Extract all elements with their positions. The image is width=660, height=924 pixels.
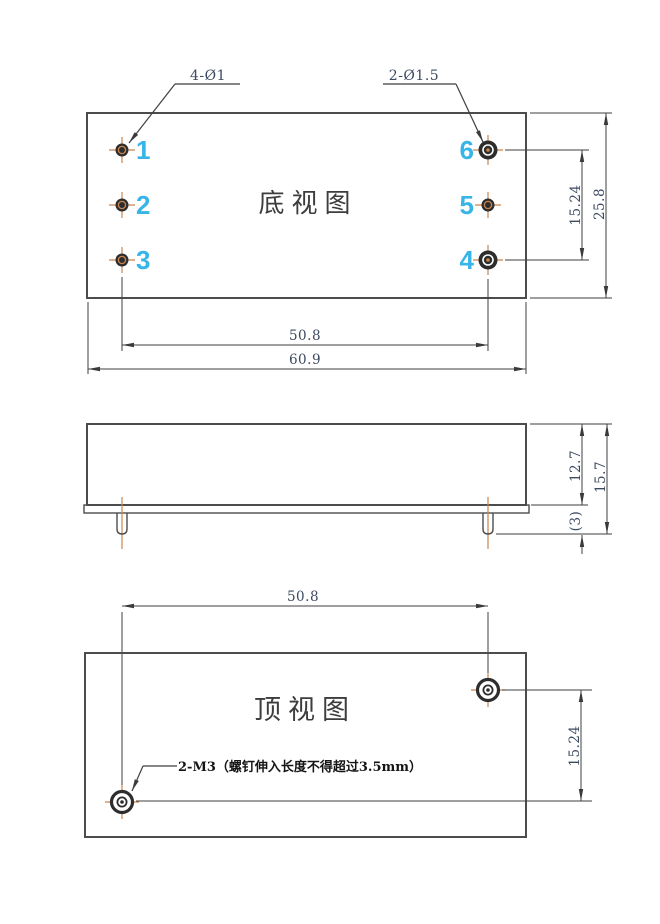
side-pin-left-body — [116, 513, 128, 535]
pin-2-ring — [117, 200, 127, 210]
screw-hole-right-center — [486, 688, 490, 692]
top-view-top-dim: 50.8 — [121, 589, 489, 788]
callout-2-m3-label: 2-M3（螺钉伸入长度不得超过3.5mm） — [178, 759, 422, 775]
side-pin-left — [116, 497, 128, 549]
callout-4xd1: 4-Ø1 — [128, 68, 240, 144]
pin-5-body — [481, 198, 495, 212]
top-view-right-dim: 15.24 — [136, 689, 592, 802]
side-pin-right-body — [482, 513, 494, 535]
pin-2-body — [115, 198, 129, 212]
pin-5 — [475, 192, 501, 218]
callout-4xd1-leader — [128, 83, 176, 144]
pin-3 — [109, 247, 135, 273]
side-view-baseplate — [83, 504, 530, 514]
dim-text-60-9: 60.9 — [289, 352, 321, 368]
pin-5-number: 5 — [460, 190, 474, 220]
top-view: 50.8 顶视图 2-M3（螺钉伸入长度不得超过3.5mm） — [84, 589, 592, 838]
pin-3-ring — [117, 255, 127, 265]
screw-hole-left-center — [120, 800, 124, 804]
bottom-view: 底视图 — [86, 68, 612, 374]
pin-3-number: 3 — [136, 245, 150, 275]
pin-1-ring — [117, 145, 127, 155]
pin-1-body — [115, 143, 129, 157]
callout-2-m3-leader — [131, 765, 144, 792]
dim-text-25-8: 25.8 — [592, 188, 608, 220]
dim-text-50-8-top: 50.8 — [287, 589, 319, 605]
bottom-view-bottom-dims: 50.8 60.9 — [87, 277, 527, 374]
bottom-view-title: 底视图 — [258, 189, 357, 219]
bottom-view-outline — [86, 112, 527, 299]
pin-6-center — [486, 148, 490, 152]
dim-text-15-7: 15.7 — [593, 461, 609, 493]
side-view-dims: 12.7 15.7 (3) — [496, 423, 612, 554]
pin-4-number: 4 — [460, 245, 475, 275]
pin-4 — [473, 245, 503, 275]
pin-6-number: 6 — [460, 135, 474, 165]
dim-text-15-24: 15.24 — [568, 184, 584, 225]
dim-text-50-8: 50.8 — [289, 328, 321, 344]
dim-text-3: (3) — [568, 511, 584, 532]
pin-1-number: 1 — [136, 135, 150, 165]
side-view-body — [86, 423, 527, 506]
pin-3-body — [115, 253, 129, 267]
callout-2xd15: 2-Ø1.5 — [383, 68, 484, 143]
bottom-view-right-dims: 15.24 25.8 — [505, 112, 612, 299]
top-view-outline — [84, 652, 527, 838]
side-view: 12.7 15.7 (3) — [83, 423, 612, 554]
screw-hole-left — [105, 785, 139, 819]
dim-text-12-7: 12.7 — [568, 450, 584, 482]
pin-1 — [109, 137, 135, 163]
pin-2-number: 2 — [136, 190, 150, 220]
pin-6 — [473, 135, 503, 165]
top-view-title: 顶视图 — [254, 695, 356, 726]
pin-5-ring — [483, 200, 493, 210]
callout-4xd1-label: 4-Ø1 — [190, 68, 226, 84]
pin-4-center — [486, 258, 490, 262]
pin-2 — [109, 192, 135, 218]
side-pin-right — [482, 497, 494, 549]
screw-hole-right — [471, 673, 505, 707]
callout-2xd15-leader — [455, 83, 484, 143]
callout-2xd15-label: 2-Ø1.5 — [389, 68, 439, 84]
callout-2-m3: 2-M3（螺钉伸入长度不得超过3.5mm） — [131, 759, 422, 792]
dim-text-15-24-top: 15.24 — [567, 725, 583, 766]
